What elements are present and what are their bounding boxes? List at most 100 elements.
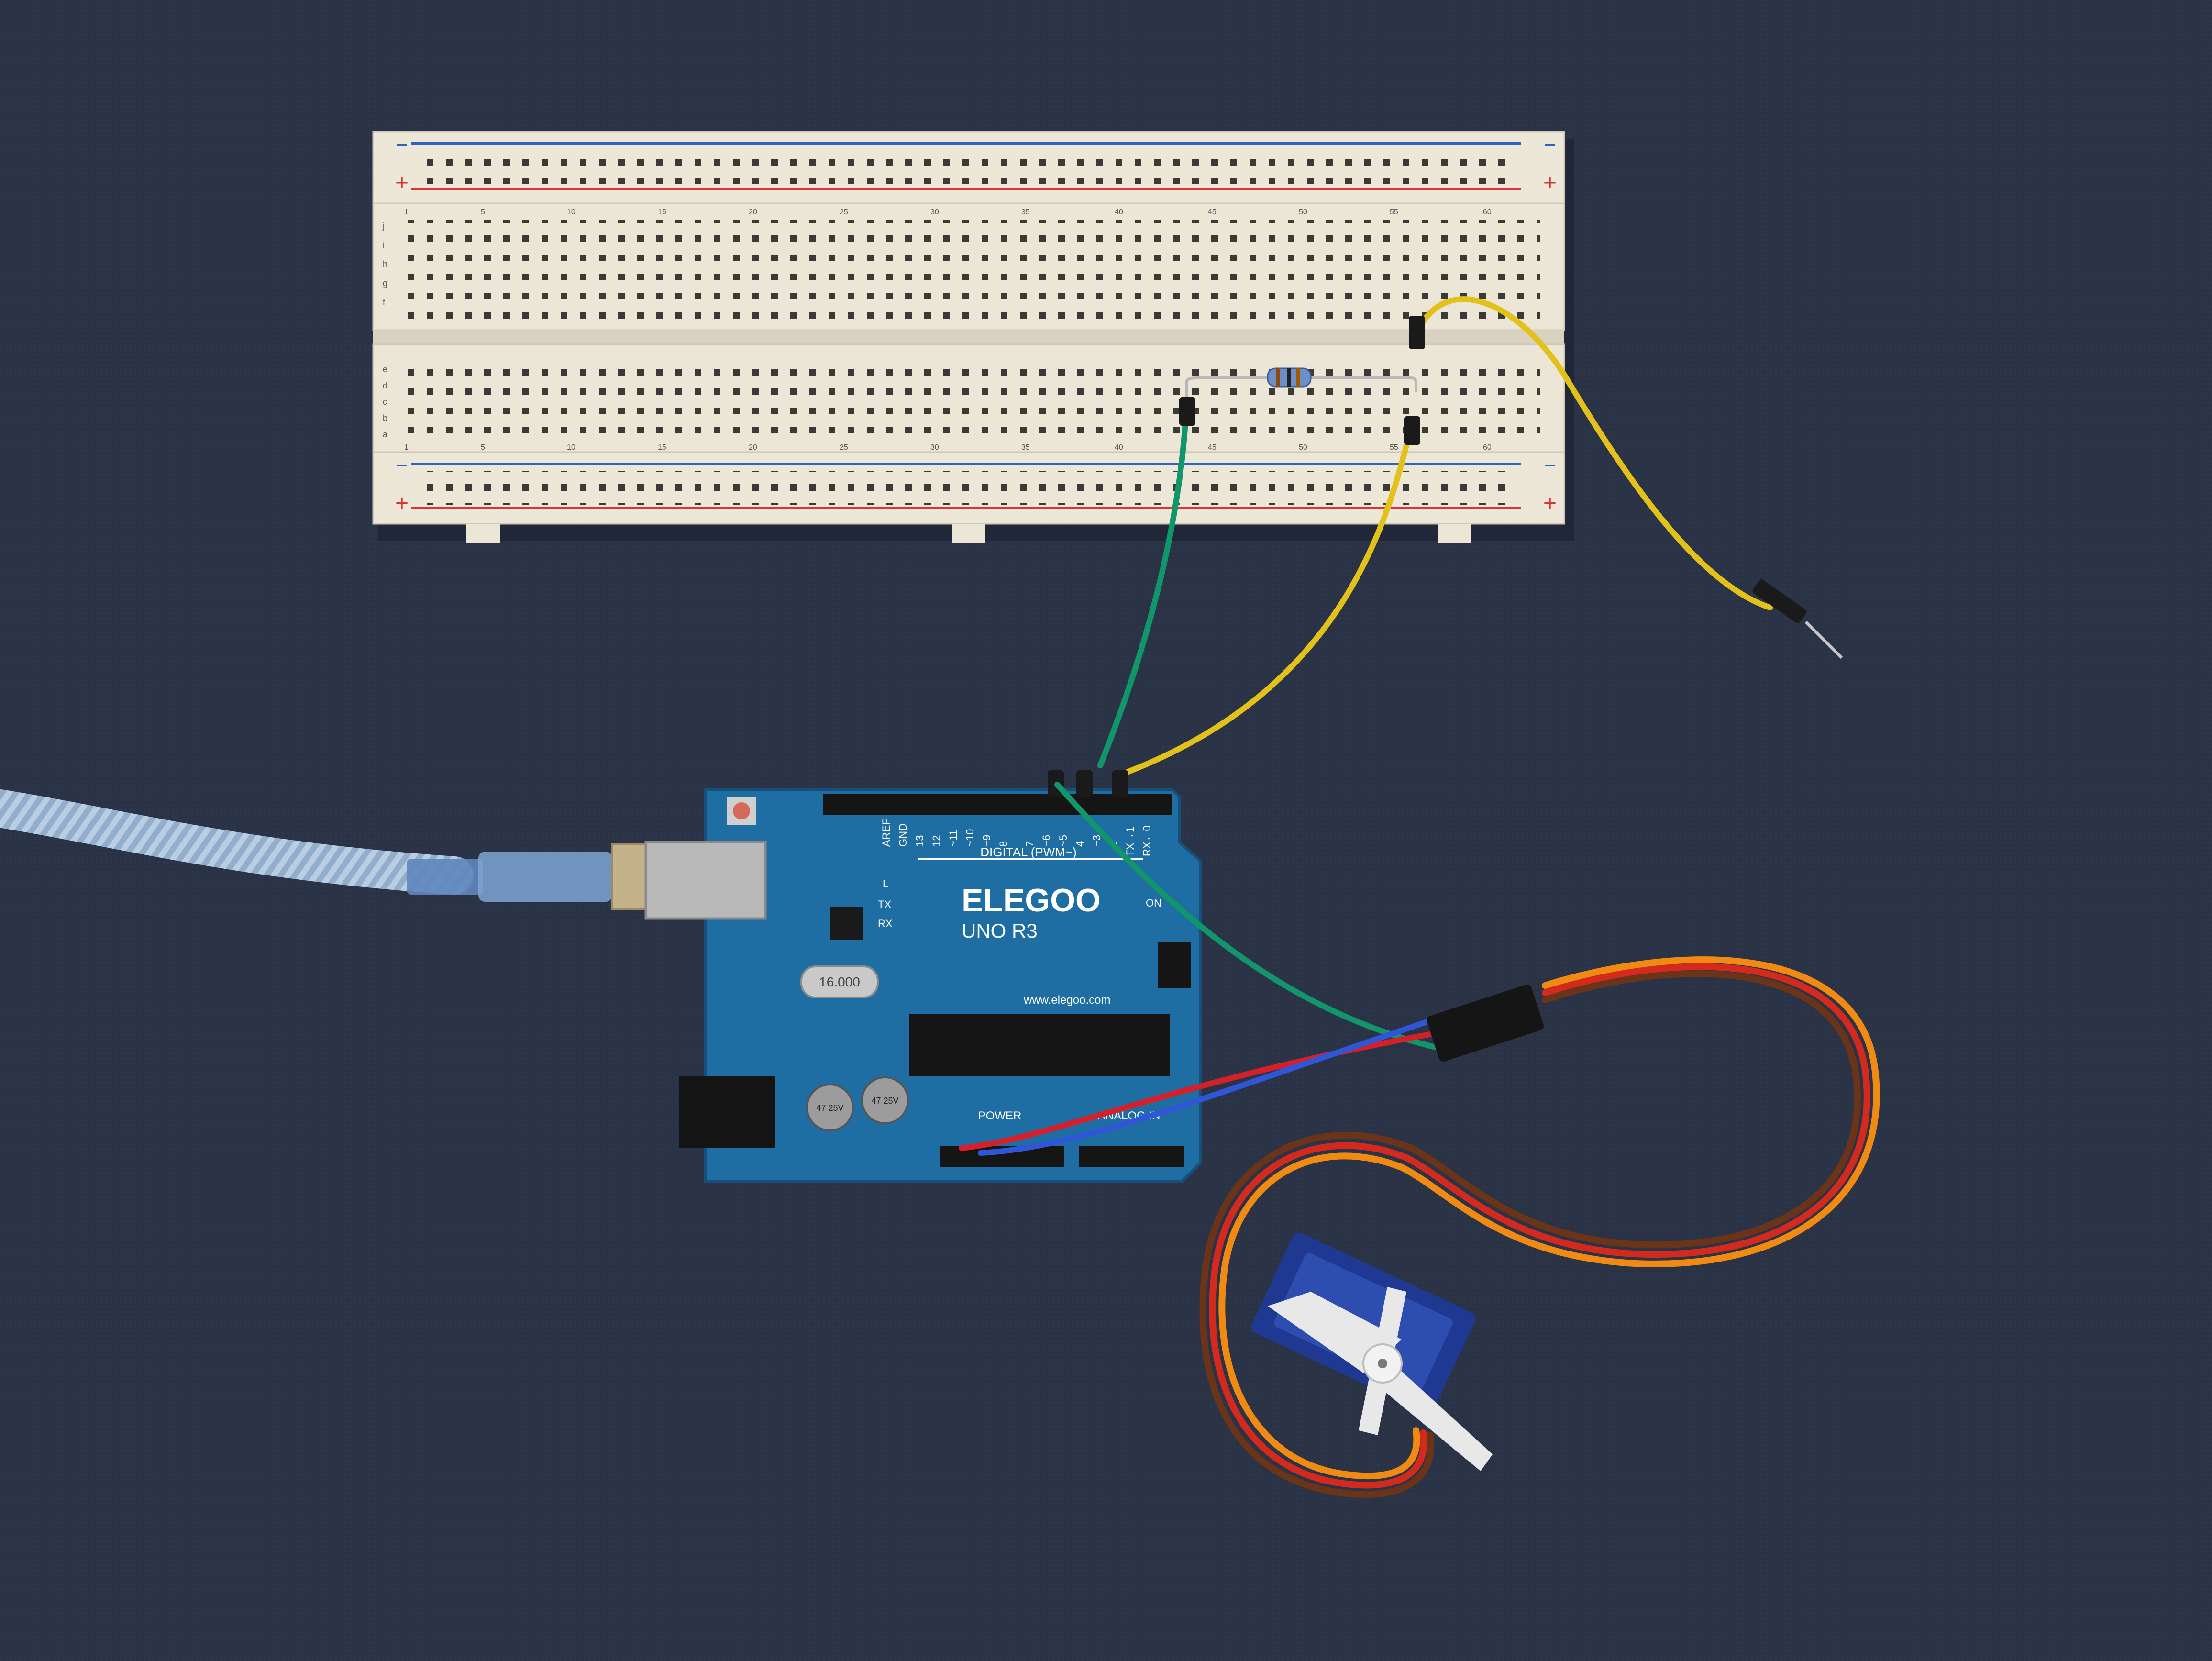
servo-connector <box>1427 984 1544 1062</box>
row-b: b <box>383 413 387 423</box>
arduino-uno-board: AREF GND 13 12 ~11 ~10 ~9 8 7 ~6 ~5 4 ~3… <box>644 788 1202 1183</box>
capacitor-label-2: 47 25V <box>871 1096 898 1106</box>
col-1-bottom: 1 <box>404 443 409 452</box>
column-numbers-top: 1 5 10 15 20 25 30 35 40 45 50 55 60 <box>404 208 1492 216</box>
digital-label: DIGITAL (PWM~) <box>980 845 1077 859</box>
row-g: g <box>383 278 387 288</box>
capacitor-2 <box>861 1076 909 1124</box>
icsp-header <box>1158 942 1191 988</box>
capacitor-1 <box>806 1084 854 1131</box>
resistor <box>1185 367 1417 402</box>
column-numbers-bottom: 1 5 10 15 20 25 30 35 40 45 50 55 60 <box>404 443 1492 452</box>
col-55-bottom: 55 <box>1390 443 1398 452</box>
tx-label: TX <box>878 898 891 910</box>
servo-ribbon-cable <box>1199 956 1880 1498</box>
pin-13: 13 <box>914 835 926 847</box>
col-40-top: 40 <box>1115 208 1123 216</box>
green-jumper-wire <box>1097 404 1189 768</box>
crystal-label: 16.000 <box>819 974 860 989</box>
col-20-top: 20 <box>749 208 757 216</box>
col-5-top: 5 <box>481 208 485 216</box>
digital-header <box>823 794 1172 815</box>
pin-10: ~10 <box>964 829 976 847</box>
row-j: j <box>382 221 385 231</box>
pin-1: TX→1 <box>1124 827 1136 856</box>
col-50-top: 50 <box>1299 208 1307 216</box>
pin-11: ~11 <box>947 830 959 847</box>
digital-pin-labels: AREF GND 13 12 ~11 ~10 ~9 8 7 ~6 ~5 4 ~3… <box>880 819 1153 856</box>
row-letters-bottom: e d c b a <box>383 365 388 439</box>
green-servo-signal-wire <box>1054 782 1462 1055</box>
usb-b-jack[interactable] <box>644 841 767 920</box>
col-60-bottom: 60 <box>1483 443 1492 452</box>
reset-button[interactable] <box>733 802 750 819</box>
pin-12: 12 <box>930 835 942 847</box>
row-c: c <box>383 397 387 407</box>
pin-8: 8 <box>997 841 1009 847</box>
pin-aref: AREF <box>880 819 892 847</box>
l-label: L <box>883 878 888 890</box>
brand-logo: ELEGOO <box>962 882 1101 919</box>
yellow-jumper-wire <box>1117 423 1414 778</box>
rail-plus-label: + <box>395 170 409 196</box>
bottom-rail-plus-label: + <box>395 491 409 516</box>
center-channel <box>373 330 1564 344</box>
pin-9: ~9 <box>981 835 993 847</box>
pin-5: ~5 <box>1057 835 1069 847</box>
rail-minus-label: − <box>396 133 408 157</box>
col-30-top: 30 <box>930 208 939 216</box>
col-25-top: 25 <box>840 208 848 216</box>
col-55-top: 55 <box>1390 208 1398 216</box>
on-label: ON <box>1146 897 1161 909</box>
model-label: UNO R3 <box>962 919 1038 942</box>
col-40-bottom: 40 <box>1115 443 1123 452</box>
col-50-bottom: 50 <box>1299 443 1307 452</box>
col-10-top: 10 <box>567 208 575 216</box>
col-45-top: 45 <box>1208 208 1217 216</box>
col-45-bottom: 45 <box>1208 443 1217 452</box>
col-15-top: 15 <box>658 208 666 216</box>
pin-3: ~3 <box>1091 835 1103 847</box>
rail-minus-label-right: − <box>1544 133 1556 157</box>
yellow-long-wire <box>1413 296 1773 610</box>
blue-ground-wire <box>978 1016 1438 1156</box>
rail-plus-label-right: + <box>1543 170 1557 196</box>
col-25-bottom: 25 <box>840 443 848 452</box>
row-f: f <box>383 298 386 307</box>
row-d: d <box>383 381 387 390</box>
bottom-rail-minus-label: − <box>396 454 408 477</box>
power-barrel-jack[interactable] <box>679 1076 775 1148</box>
row-letters-top: j i h g f <box>382 221 387 307</box>
col-1-top: 1 <box>404 208 409 216</box>
analog-header <box>1079 1146 1184 1167</box>
rx-label: RX <box>878 918 893 930</box>
pin-0: RX←0 <box>1141 825 1153 856</box>
pin-7: 7 <box>1024 841 1036 847</box>
row-a: a <box>383 430 388 439</box>
row-i: i <box>383 240 385 250</box>
col-60-top: 60 <box>1483 208 1492 216</box>
pin-gnd: GND <box>897 823 909 847</box>
col-35-bottom: 35 <box>1021 443 1030 452</box>
col-15-bottom: 15 <box>658 443 666 452</box>
pin-6: ~6 <box>1040 835 1052 847</box>
row-e: e <box>383 365 387 374</box>
col-30-bottom: 30 <box>930 443 939 452</box>
atmega-chip <box>909 1014 1170 1076</box>
bottom-rail-plus-label-right: + <box>1543 491 1557 516</box>
bottom-rail-minus-label-right: − <box>1544 454 1556 477</box>
servo-horn[interactable] <box>1268 1287 1493 1471</box>
power-label: POWER <box>978 1109 1022 1122</box>
capacitor-label-1: 47 25V <box>816 1103 843 1113</box>
col-35-top: 35 <box>1021 208 1030 216</box>
breadboard: − + − + 1 5 10 15 20 25 30 35 40 45 50 5… <box>372 131 1574 543</box>
pin-4: 4 <box>1074 841 1086 847</box>
row-h: h <box>383 259 387 269</box>
col-10-bottom: 10 <box>567 443 575 452</box>
website-label: www.elegoo.com <box>1023 994 1110 1007</box>
servo-motor <box>1251 1232 1493 1471</box>
jumper-pin-end <box>1752 579 1843 659</box>
col-20-bottom: 20 <box>749 443 757 452</box>
crystal-oscillator <box>800 965 879 998</box>
